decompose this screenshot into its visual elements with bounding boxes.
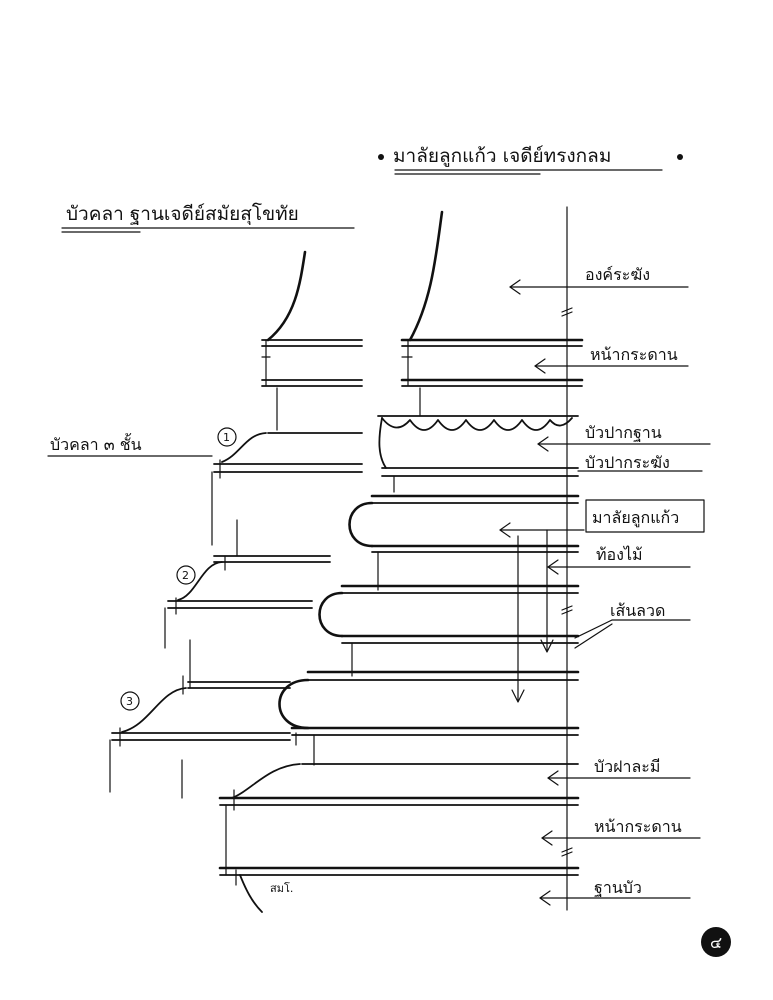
label-sen-luat: เส้นลวด xyxy=(610,601,665,620)
label-na-kradan-top: หน้ากระดาน xyxy=(590,345,678,364)
circled-number-1: 1 xyxy=(223,431,230,444)
title-left: บัวคลา ฐานเจดีย์สมัยสุโขทัย xyxy=(66,202,299,226)
left-caption-group: บัวคลา ๓ ชั้น 1 2 3 xyxy=(47,427,237,711)
leader-arrows xyxy=(499,279,711,906)
label-malai-lukkaew: มาลัยลูกแก้ว xyxy=(592,508,679,528)
label-than-bua: ฐานบัว xyxy=(594,878,642,897)
circled-number-2: 2 xyxy=(182,569,189,582)
left-caption: บัวคลา ๓ ชั้น xyxy=(50,433,142,454)
title-bullet-left xyxy=(378,154,384,160)
page-number: ๔ xyxy=(710,933,722,952)
right-profile xyxy=(218,206,584,913)
page-number-circle xyxy=(701,927,731,957)
label-thong-mai: ท้องไม้ xyxy=(596,545,643,564)
signature: สมโ. xyxy=(270,881,293,895)
label-bua-pak-than: บัวปากฐาน xyxy=(585,423,662,442)
label-ong-rakhang: องค์ระฆัง xyxy=(585,265,650,284)
title-bullet-right xyxy=(677,154,683,160)
title-right: มาลัยลูกแก้ว เจดีย์ทรงกลม xyxy=(393,145,611,167)
label-box xyxy=(585,499,705,533)
page-number-badge: ๔ xyxy=(701,927,731,957)
label-bua-fa-lami: บัวฝาละมี xyxy=(594,757,660,776)
label-na-kradan-bottom: หน้ากระดาน xyxy=(594,817,682,836)
title-left-group: บัวคลา ฐานเจดีย์สมัยสุโขทัย xyxy=(61,202,355,233)
label-bua-pak-rakhang: บัวปากระฆัง xyxy=(585,453,670,472)
right-labels: องค์ระฆัง หน้ากระดาน บัวปากฐาน บัวปากระฆ… xyxy=(585,265,705,897)
title-right-group: มาลัยลูกแก้ว เจดีย์ทรงกลม xyxy=(378,145,683,175)
circled-number-3: 3 xyxy=(126,695,133,708)
left-profile xyxy=(109,250,363,799)
